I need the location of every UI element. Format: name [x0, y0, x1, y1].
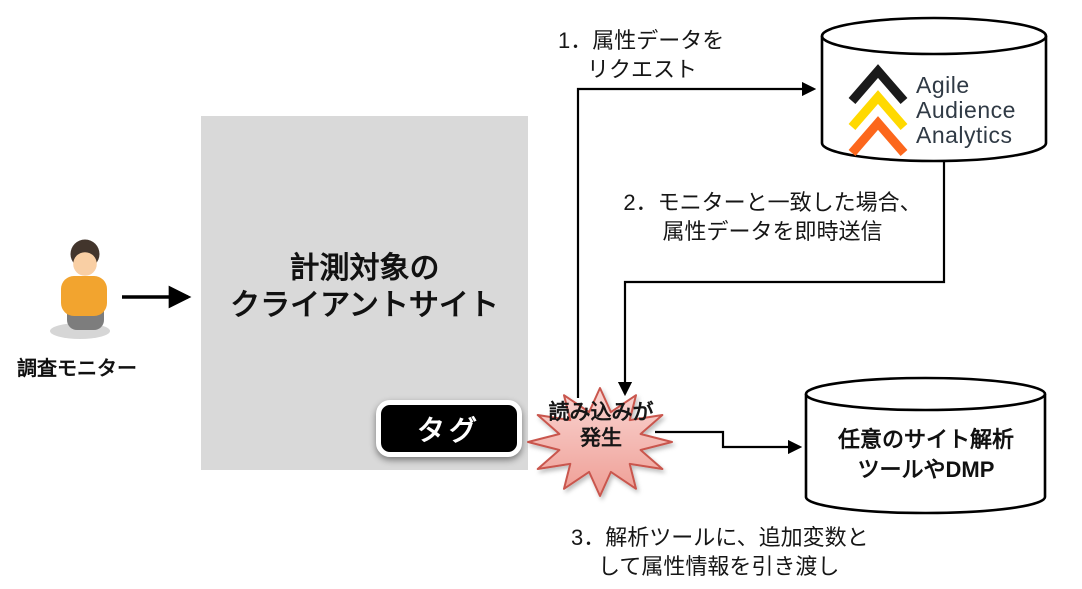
step3-label: 3．解析ツールに、追加変数と して属性情報を引き渡し [571, 523, 869, 581]
monitor-label: 調査モニター [17, 358, 137, 380]
aaa-logo-text-line2: Audience [916, 97, 1016, 123]
person-shirt [61, 276, 107, 316]
step3-line1: 3．解析ツールに、追加変数と [571, 525, 869, 550]
dmp-database-line2: ツールやDMP [857, 457, 995, 482]
tag-badge-label: タグ [416, 414, 481, 446]
client-site-title-line2: クライアントサイト [230, 289, 499, 322]
arrow-step1 [576, 81, 817, 398]
load-burst-label: 読み込みが 発生 [528, 400, 674, 452]
client-site-title-line1: 計測対象の [289, 252, 440, 285]
arrow-step3 [655, 430, 803, 455]
aaa-logo-chevron-orange [848, 116, 908, 156]
person-face [73, 252, 97, 276]
step1-label: 1．属性データを リクエスト [558, 26, 724, 84]
client-site-title: 計測対象の クライアントサイト [201, 250, 528, 324]
aaa-database-cylinder [820, 16, 1048, 163]
step2-label: 2．モニターと一致した場合、 属性データを即時送信 [600, 188, 945, 246]
step2-line2: 属性データを即時送信 [662, 219, 883, 244]
load-burst-line2: 発生 [580, 427, 622, 450]
dmp-database-label: 任意のサイト解析 ツールやDMP [806, 425, 1046, 485]
dmp-database-cylinder [804, 376, 1047, 515]
dmp-database-line1: 任意のサイト解析 [837, 427, 1014, 452]
aaa-logo-text-line3: Analytics [916, 122, 1013, 148]
step1-line2: リクエスト [587, 57, 698, 82]
step2-line1: 2．モニターと一致した場合、 [623, 190, 922, 215]
aaa-logo-text-line1: Agile [916, 72, 970, 98]
load-burst-shape [527, 387, 673, 497]
person-icon [50, 239, 110, 339]
load-burst-line1: 読み込みが [548, 401, 654, 424]
tag-badge: タグ [376, 400, 522, 457]
arrow-step2 [617, 161, 946, 397]
aaa-logo-chevron-black [848, 64, 908, 104]
step3-line2: して属性情報を引き渡し [598, 554, 840, 579]
step1-line1: 1．属性データを [558, 28, 725, 53]
aaa-logo-text: Agile Audience Analytics [916, 73, 1016, 148]
aaa-logo-chevron-yellow [848, 90, 908, 130]
